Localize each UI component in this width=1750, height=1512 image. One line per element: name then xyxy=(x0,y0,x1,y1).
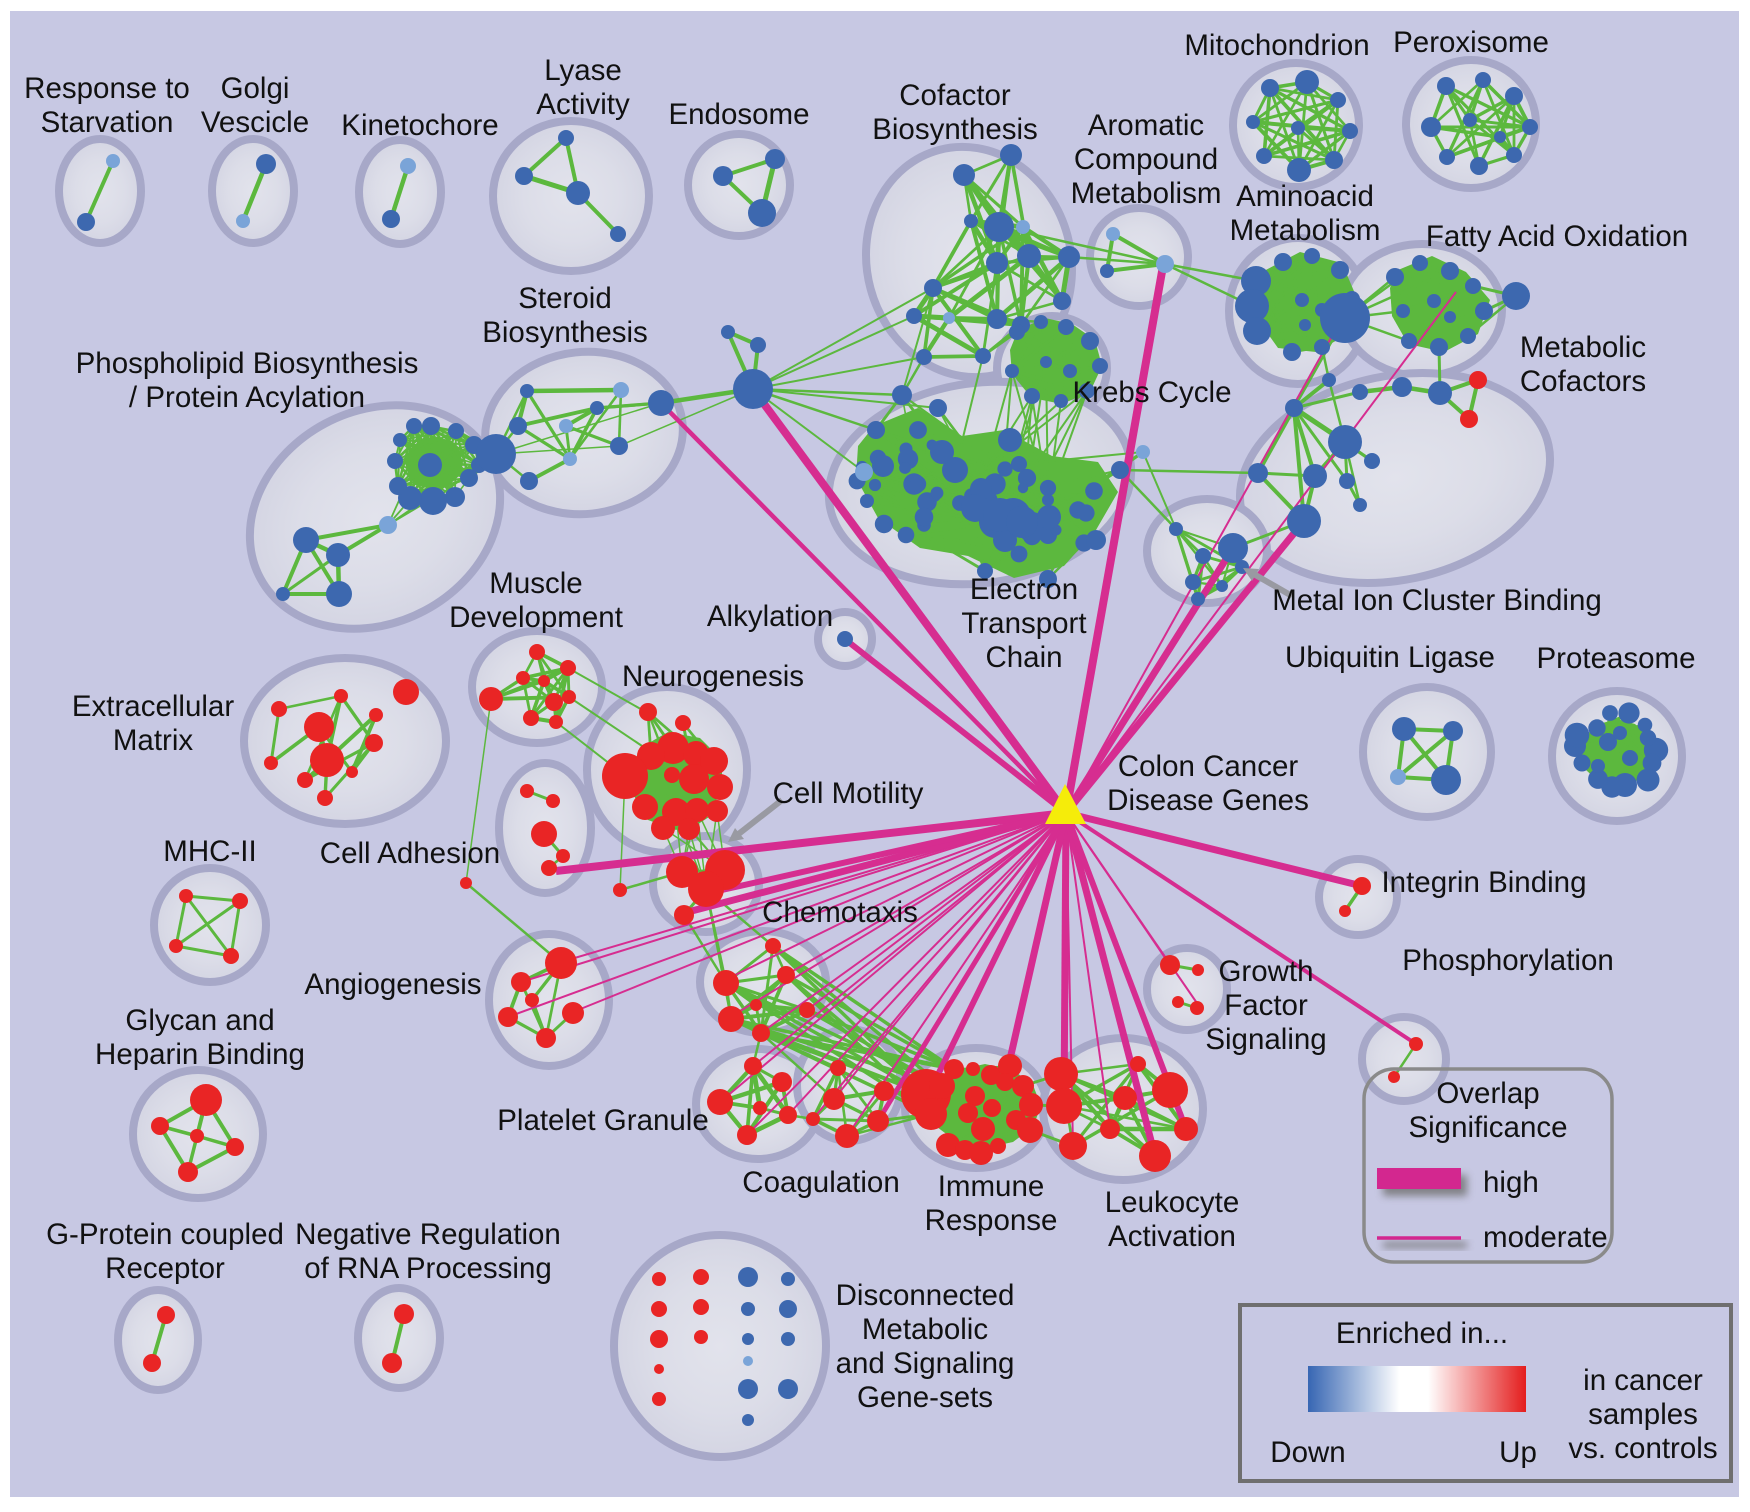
svg-text:in cancer: in cancer xyxy=(1583,1364,1703,1397)
svg-text:Metabolic: Metabolic xyxy=(1520,331,1646,364)
svg-text:Platelet Granule: Platelet Granule xyxy=(497,1104,709,1137)
svg-text:Factor: Factor xyxy=(1224,989,1308,1022)
svg-text:Krebs Cycle: Krebs Cycle xyxy=(1072,376,1231,409)
svg-text:of RNA Processing: of RNA Processing xyxy=(304,1252,552,1285)
svg-text:Activation: Activation xyxy=(1108,1220,1236,1253)
svg-text:Activity: Activity xyxy=(536,88,630,121)
svg-text:Disease Genes: Disease Genes xyxy=(1107,784,1309,817)
svg-text:Metabolism: Metabolism xyxy=(1071,177,1222,210)
svg-text:Lyase: Lyase xyxy=(544,54,622,87)
svg-text:Phospholipid Biosynthesis: Phospholipid Biosynthesis xyxy=(76,347,419,380)
svg-text:Metabolism: Metabolism xyxy=(1230,214,1381,247)
svg-text:Matrix: Matrix xyxy=(113,724,194,757)
svg-text:Phosphorylation: Phosphorylation xyxy=(1402,944,1614,977)
svg-text:Proteasome: Proteasome xyxy=(1536,642,1695,675)
svg-text:Cell Motility: Cell Motility xyxy=(773,777,924,810)
svg-text:G-Protein coupled: G-Protein coupled xyxy=(46,1218,284,1251)
svg-text:Metal Ion Cluster Binding: Metal Ion Cluster Binding xyxy=(1272,584,1602,617)
svg-text:Significance: Significance xyxy=(1408,1111,1567,1144)
svg-text:Up: Up xyxy=(1499,1436,1537,1469)
svg-text:Starvation: Starvation xyxy=(41,106,174,139)
svg-text:Response to: Response to xyxy=(24,72,190,105)
svg-text:vs. controls: vs. controls xyxy=(1568,1432,1717,1465)
svg-text:Fatty Acid Oxidation: Fatty Acid Oxidation xyxy=(1426,220,1688,253)
svg-text:samples: samples xyxy=(1588,1398,1698,1431)
svg-text:Overlap: Overlap xyxy=(1436,1077,1539,1110)
svg-text:Peroxisome: Peroxisome xyxy=(1393,26,1549,59)
svg-text:Compound: Compound xyxy=(1074,143,1218,176)
svg-text:Mitochondrion: Mitochondrion xyxy=(1184,29,1369,62)
svg-text:Negative Regulation: Negative Regulation xyxy=(295,1218,561,1251)
svg-text:Integrin Binding: Integrin Binding xyxy=(1381,866,1586,899)
svg-text:Neurogenesis: Neurogenesis xyxy=(622,660,804,693)
svg-text:Glycan and: Glycan and xyxy=(125,1004,274,1037)
svg-text:Disconnected: Disconnected xyxy=(836,1279,1015,1312)
svg-text:Growth: Growth xyxy=(1218,955,1313,988)
svg-text:Biosynthesis: Biosynthesis xyxy=(482,316,648,349)
svg-text:Metabolic: Metabolic xyxy=(862,1313,988,1346)
svg-text:and Signaling: and Signaling xyxy=(836,1347,1015,1380)
svg-text:high: high xyxy=(1483,1166,1539,1199)
svg-text:Aromatic: Aromatic xyxy=(1088,109,1204,142)
svg-text:Cofactors: Cofactors xyxy=(1520,365,1646,398)
svg-text:Cell Adhesion: Cell Adhesion xyxy=(320,837,500,870)
svg-text:Cofactor: Cofactor xyxy=(899,79,1011,112)
svg-text:Biosynthesis: Biosynthesis xyxy=(872,113,1038,146)
svg-text:Transport: Transport xyxy=(961,607,1086,640)
svg-text:Gene-sets: Gene-sets xyxy=(857,1381,993,1414)
svg-text:Endosome: Endosome xyxy=(668,98,809,131)
svg-text:Steroid: Steroid xyxy=(518,282,611,315)
svg-text:Enriched in...: Enriched in... xyxy=(1336,1317,1508,1350)
svg-text:Leukocyte: Leukocyte xyxy=(1105,1186,1239,1219)
svg-text:Response: Response xyxy=(925,1204,1058,1237)
svg-text:Receptor: Receptor xyxy=(105,1252,225,1285)
svg-text:Extracellular: Extracellular xyxy=(72,690,234,723)
svg-text:Immune: Immune xyxy=(938,1170,1045,1203)
svg-text:Ubiquitin Ligase: Ubiquitin Ligase xyxy=(1285,641,1495,674)
svg-text:MHC-II: MHC-II xyxy=(163,835,256,868)
svg-text:/ Protein Acylation: / Protein Acylation xyxy=(129,381,365,414)
svg-text:Kinetochore: Kinetochore xyxy=(341,109,498,142)
svg-text:Chain: Chain xyxy=(985,641,1062,674)
svg-text:Golgi: Golgi xyxy=(221,72,290,105)
svg-text:Heparin Binding: Heparin Binding xyxy=(95,1038,305,1071)
svg-text:Aminoacid: Aminoacid xyxy=(1236,180,1374,213)
svg-text:moderate: moderate xyxy=(1483,1221,1608,1254)
svg-text:Chemotaxis: Chemotaxis xyxy=(762,896,918,929)
svg-text:Electron: Electron xyxy=(970,573,1078,606)
svg-text:Down: Down xyxy=(1270,1436,1345,1469)
svg-text:Coagulation: Coagulation xyxy=(742,1166,899,1199)
svg-text:Colon Cancer: Colon Cancer xyxy=(1118,750,1299,783)
svg-text:Angiogenesis: Angiogenesis xyxy=(304,968,481,1001)
svg-text:Development: Development xyxy=(449,601,623,634)
svg-text:Vescicle: Vescicle xyxy=(201,106,309,139)
svg-text:Alkylation: Alkylation xyxy=(707,600,833,633)
svg-text:Muscle: Muscle xyxy=(489,567,582,600)
svg-text:Signaling: Signaling xyxy=(1205,1023,1326,1056)
